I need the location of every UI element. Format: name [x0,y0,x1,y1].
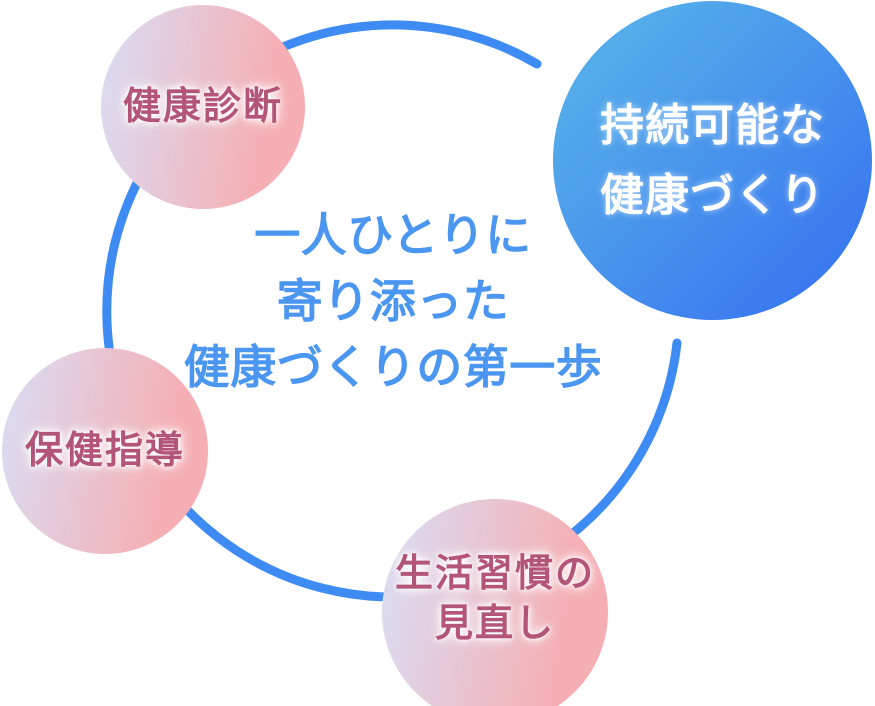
node-lifestyle-review: 生活習慣の 見直し [382,499,608,706]
node-lifestyle-review-label-line1: 生活習慣の [394,553,595,595]
node-sustainable-health-label-line2: 健康づくり [600,170,825,220]
center-message: 一人ひとりに 寄り添った 健康づくりの第一歩 [160,202,626,400]
node-health-guidance-label: 保健指導 [24,430,185,472]
node-health-checkup-label: 健康診断 [122,86,283,128]
node-sustainable-health-label-line1: 持続可能な [600,100,825,150]
node-lifestyle-review-label-line2: 見直し [434,603,555,645]
center-message-line1: 一人ひとりに [254,209,532,261]
node-sustainable-health: 持続可能な 健康づくり [553,1,872,320]
center-message-line2: 寄り添った [276,275,510,327]
node-health-guidance: 保健指導 [2,348,208,554]
node-health-checkup: 健康診断 [101,5,305,209]
center-message-line3: 健康づくりの第一歩 [183,341,603,393]
